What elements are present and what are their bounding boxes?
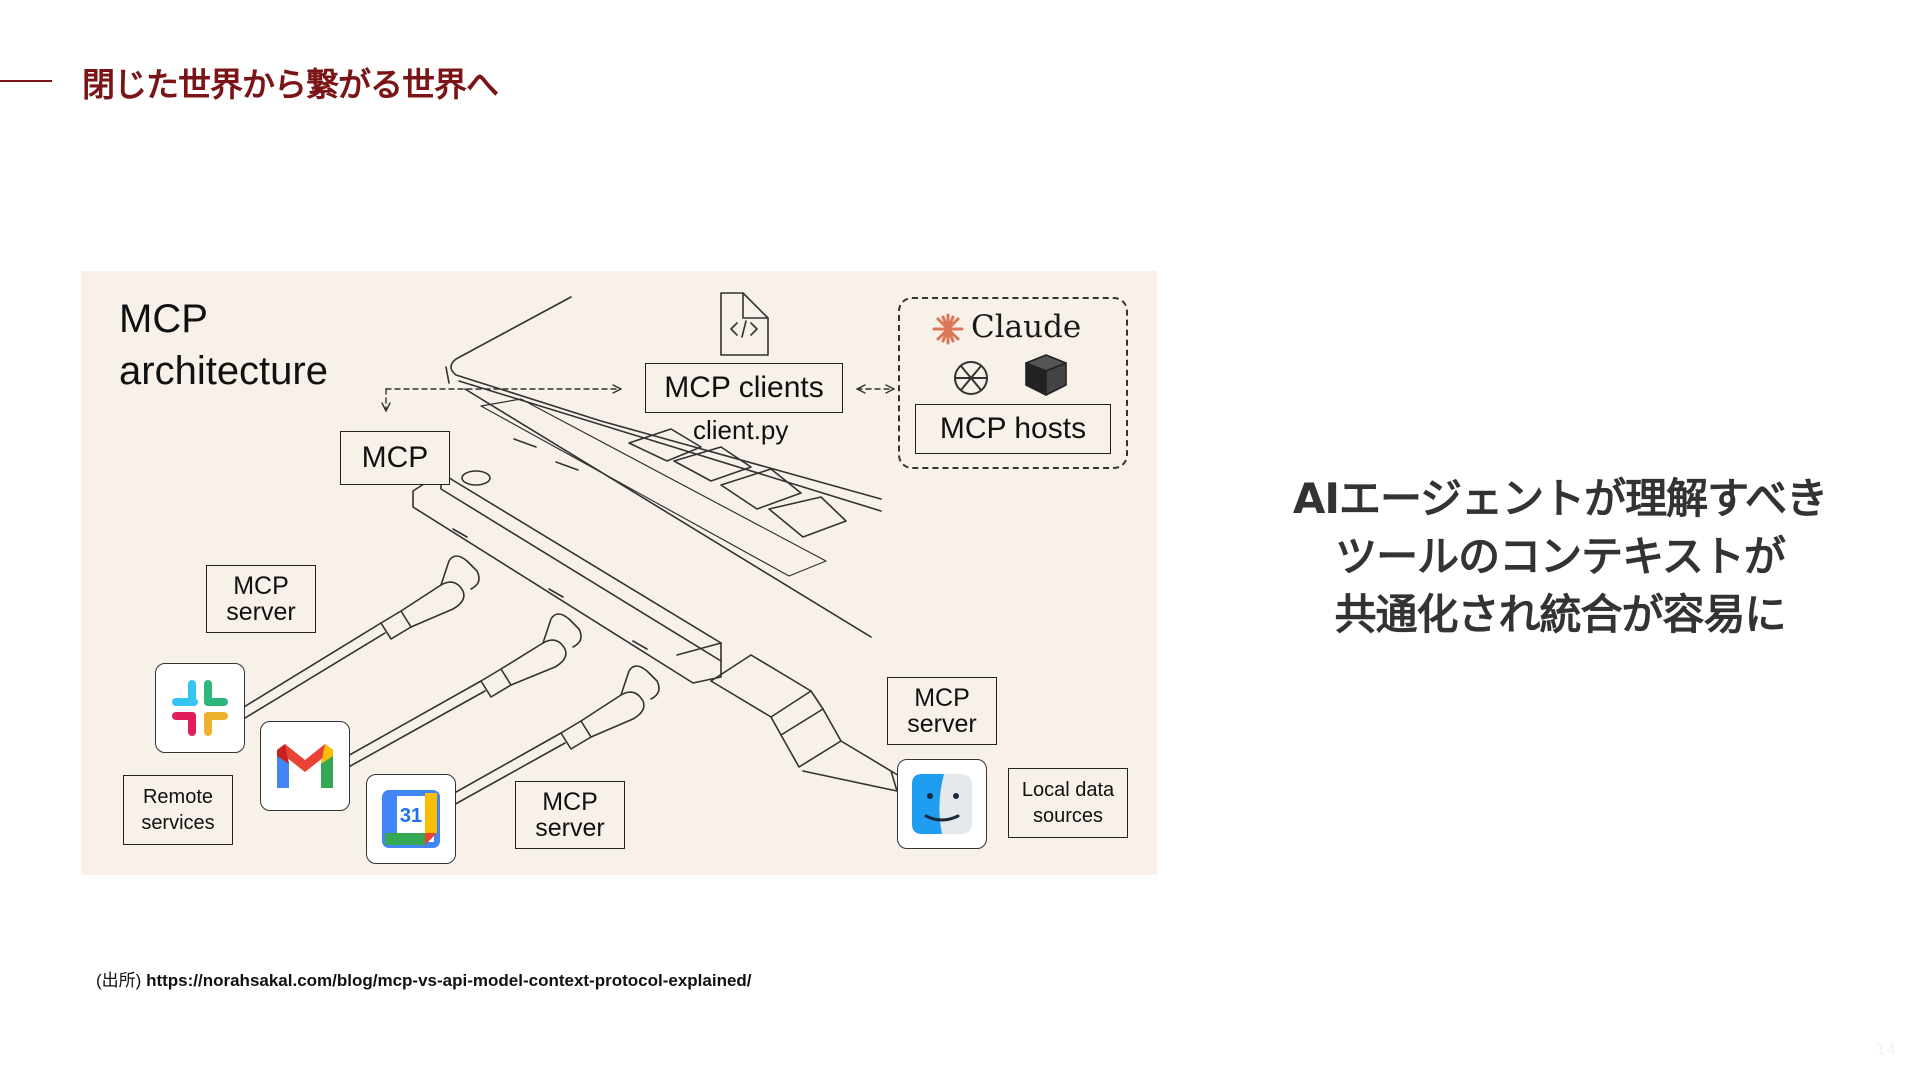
claude-wordmark: Claude bbox=[971, 309, 1082, 345]
claude-asterisk-icon bbox=[932, 313, 964, 345]
source-link[interactable]: https://norahsakal.com/blog/mcp-vs-api-m… bbox=[146, 971, 752, 990]
google-calendar-icon: 31 bbox=[366, 774, 456, 864]
slack-icon bbox=[155, 663, 245, 753]
title-accent-line bbox=[0, 80, 52, 82]
gmail-icon bbox=[260, 721, 350, 811]
diagram-title-line-2: architecture bbox=[119, 349, 328, 393]
usb-a-cable-icon bbox=[710, 654, 912, 792]
mcp-hosts-group bbox=[898, 297, 1128, 469]
mcp-clients-text: MCP clients bbox=[664, 371, 824, 404]
client-file-name: client.py bbox=[693, 415, 789, 445]
mcp-server-line-2: server bbox=[226, 598, 296, 626]
usb-hub-illustration bbox=[412, 470, 722, 684]
diagram-title: MCP architecture bbox=[119, 293, 328, 397]
local-line-1: Local data bbox=[1021, 779, 1115, 801]
key-message-line-2: ツールのコンテキストが bbox=[1335, 532, 1786, 581]
local-data-sources-label: Local data sources bbox=[1008, 768, 1128, 838]
gmail-glyph bbox=[277, 744, 333, 788]
openai-icon bbox=[954, 361, 988, 395]
remote-line-2: services bbox=[141, 812, 215, 834]
calendar-glyph bbox=[382, 790, 440, 848]
slide-title: 閉じた世界から繋がる世界へ bbox=[82, 65, 499, 104]
mcp-label: MCP bbox=[340, 431, 450, 485]
source-citation: (出所) https://norahsakal.com/blog/mcp-vs-… bbox=[96, 966, 752, 991]
slack-glyph bbox=[172, 680, 228, 736]
code-file-icon bbox=[720, 292, 769, 356]
mcp-hosts-label: MCP hosts bbox=[915, 404, 1111, 454]
key-message: AIエージェントが理解すべき ツールのコンテキストが 共通化され統合が容易に bbox=[1240, 470, 1880, 644]
mcp-architecture-diagram: MCP architecture MCP MCP clients client.… bbox=[81, 271, 1157, 875]
remote-line-1: Remote bbox=[142, 786, 214, 808]
source-prefix: (出所) bbox=[96, 971, 142, 990]
usb-c-cable-icon bbox=[220, 555, 480, 730]
mcp-server-label-local: MCP server bbox=[887, 677, 997, 745]
calendar-day: 31 bbox=[399, 805, 423, 827]
remote-services-label: Remote services bbox=[123, 775, 233, 845]
claude-logo: Claude bbox=[933, 307, 1081, 347]
mcp-server-line-1: MCP bbox=[233, 572, 289, 600]
mcp-server-line-1: MCP bbox=[542, 788, 598, 816]
page-number: 14 bbox=[1876, 1040, 1897, 1059]
finder-glyph bbox=[912, 774, 972, 834]
mcp-server-line-2: server bbox=[907, 710, 977, 738]
diagram-title-line-1: MCP bbox=[119, 297, 208, 341]
finder-icon bbox=[897, 759, 987, 849]
mcp-hosts-text: MCP hosts bbox=[939, 412, 1087, 445]
laptop-illustration bbox=[445, 296, 882, 638]
key-message-line-1: AIエージェントが理解すべき bbox=[1292, 474, 1828, 523]
key-message-line-3: 共通化され統合が容易に bbox=[1334, 590, 1786, 639]
mcp-server-label-bottom: MCP server bbox=[515, 781, 625, 849]
mcp-server-line-1: MCP bbox=[914, 684, 970, 712]
mcp-label-text: MCP bbox=[361, 441, 429, 474]
cube-app-icon bbox=[1025, 354, 1067, 396]
mcp-server-label-top: MCP server bbox=[206, 565, 316, 633]
mcp-server-line-2: server bbox=[535, 814, 605, 842]
local-line-2: sources bbox=[1032, 805, 1104, 827]
mcp-clients-label: MCP clients bbox=[645, 363, 843, 413]
